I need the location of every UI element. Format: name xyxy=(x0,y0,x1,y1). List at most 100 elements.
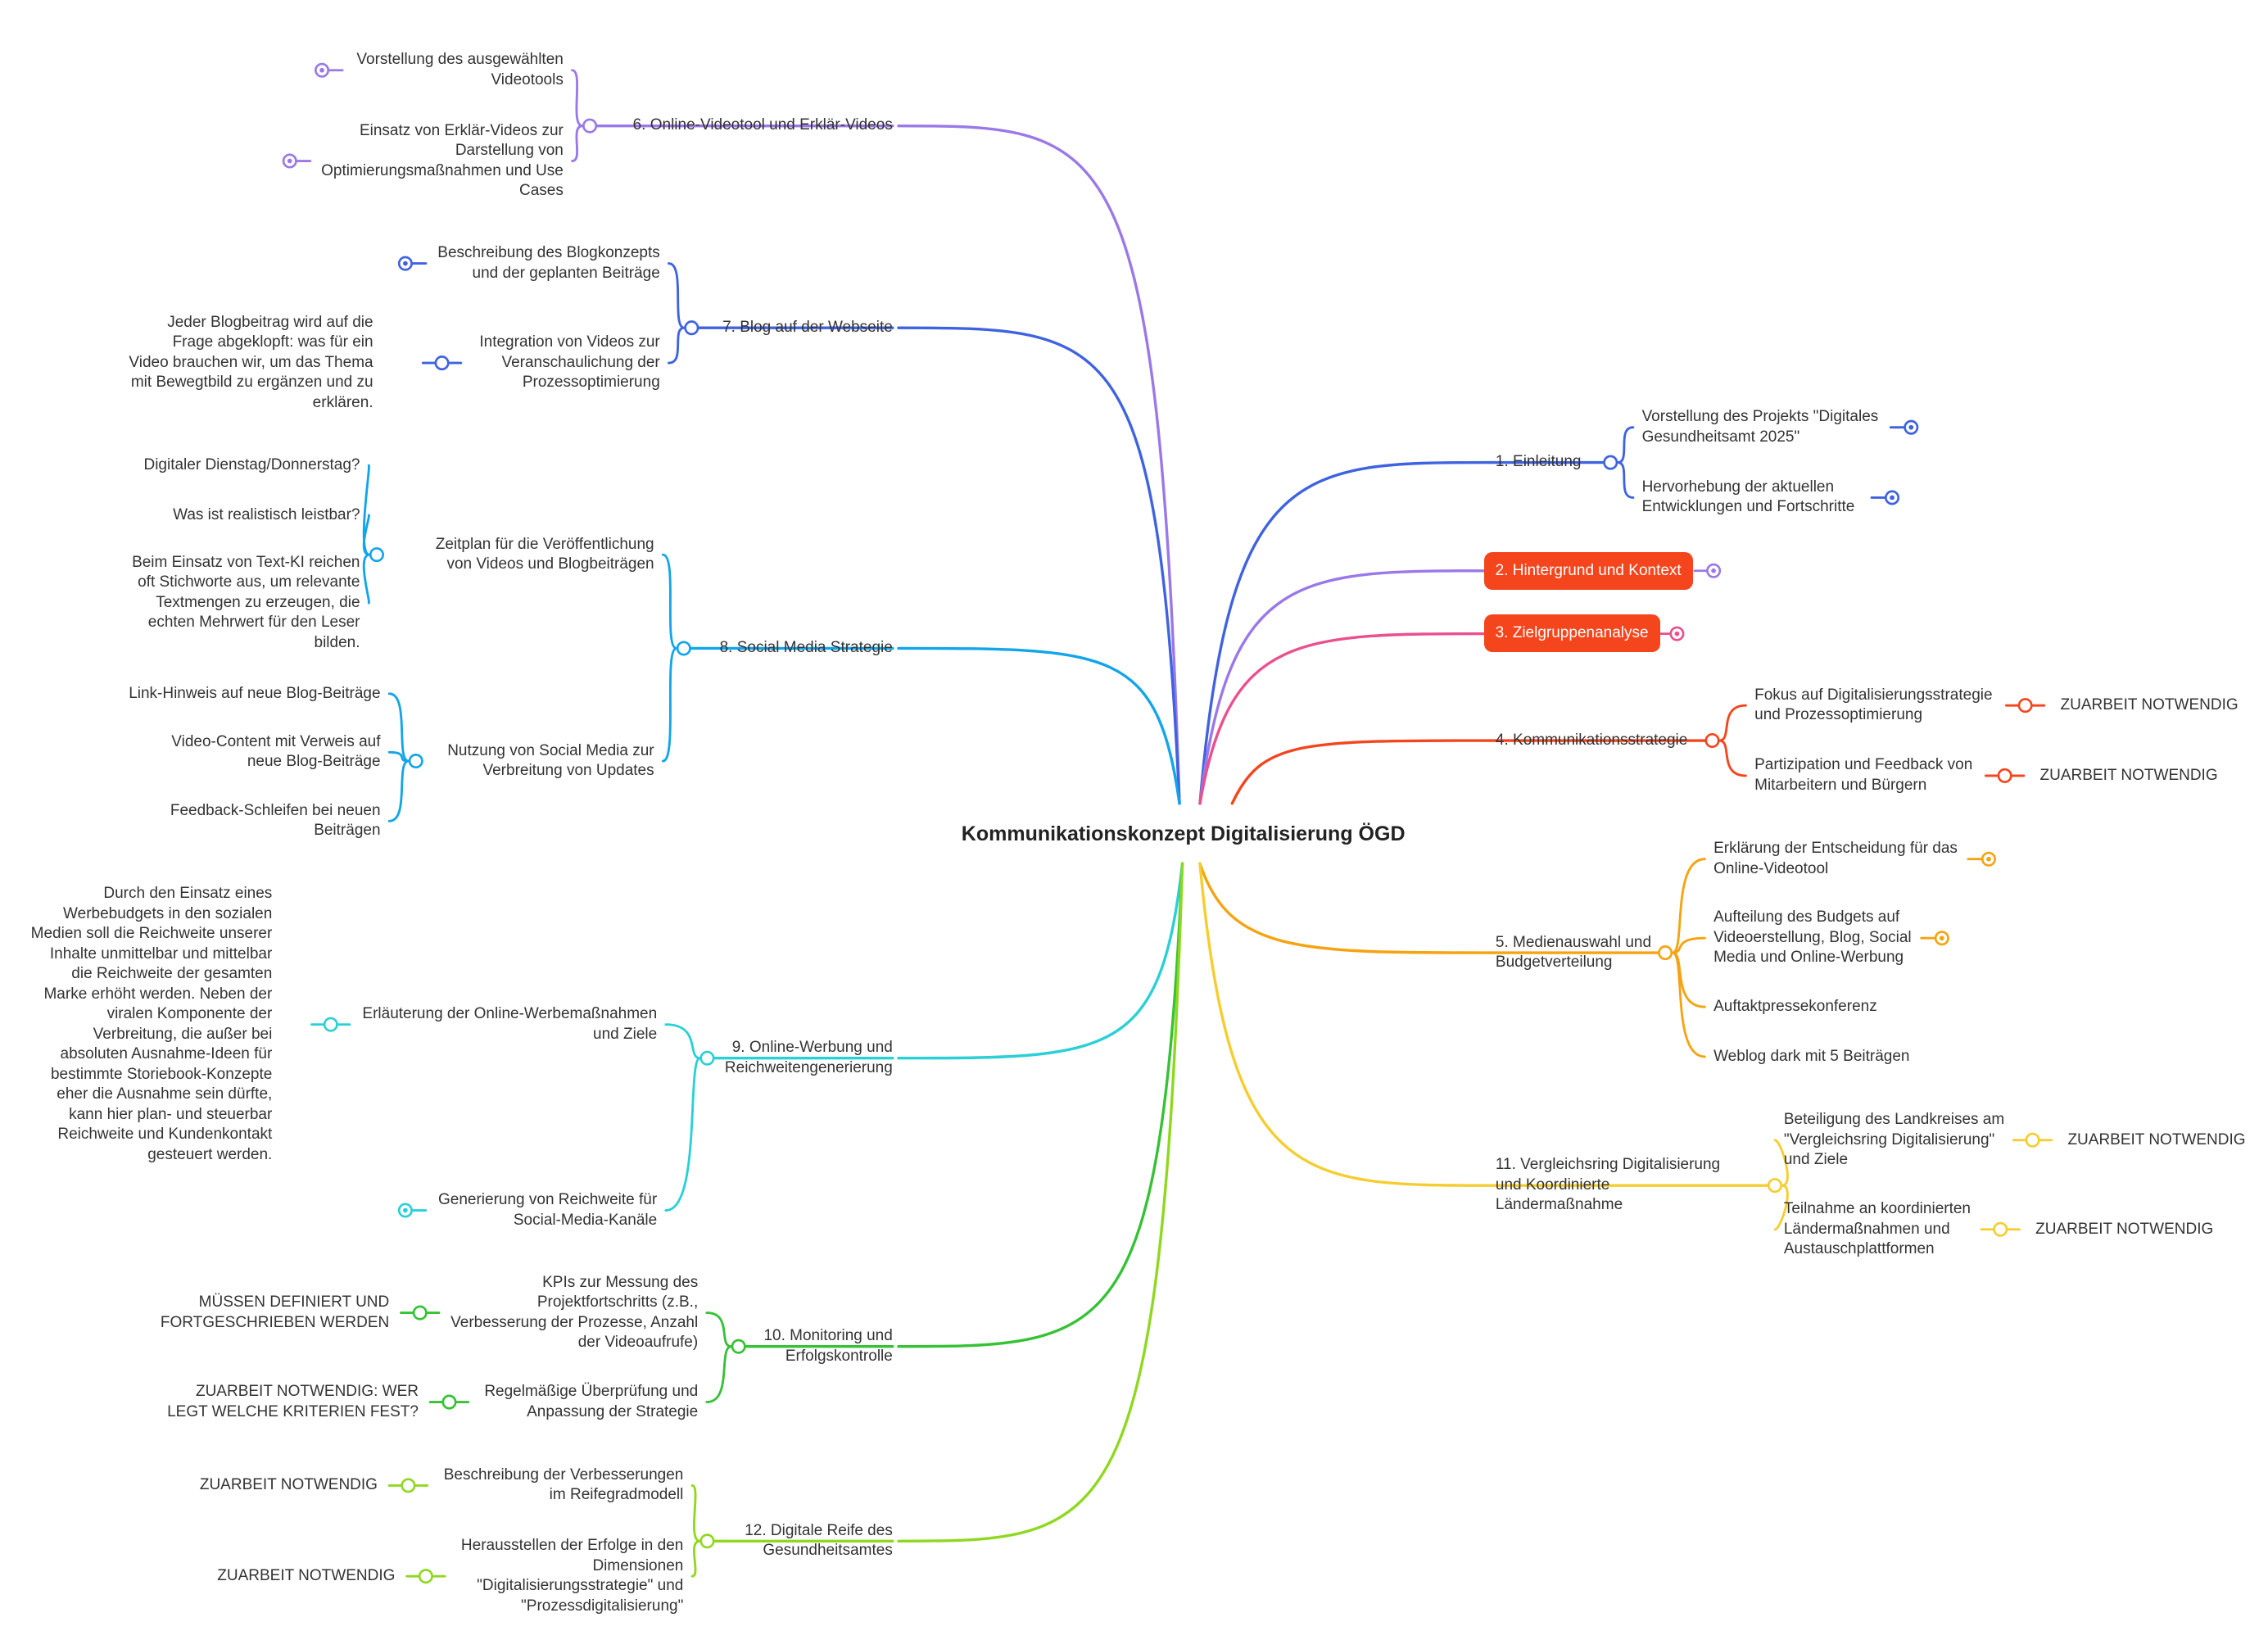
sub-connector xyxy=(1671,951,1706,1058)
subtopic: Aufteilung des Budgets auf Videoerstellu… xyxy=(1713,908,1912,967)
collapse-toggle-icon[interactable] xyxy=(2025,1132,2040,1148)
collapse-toggle-icon[interactable] xyxy=(684,320,699,336)
note-label: Durch den Einsatz eines Werbebudgets in … xyxy=(30,885,273,1163)
subtopic: Zeitplan für die Veröffentlichung von Vi… xyxy=(435,535,654,573)
expand-toggle-icon[interactable] xyxy=(315,62,330,78)
collapse-toggle-icon[interactable] xyxy=(582,118,598,134)
sub-connector xyxy=(1616,426,1635,464)
sub-connector xyxy=(705,1345,733,1403)
collapse-toggle-icon[interactable] xyxy=(731,1339,746,1354)
subtopic: Beschreibung des Blogkonzepts und der ge… xyxy=(437,244,660,282)
expand-toggle-icon[interactable] xyxy=(1904,419,1919,435)
leaf-connector xyxy=(387,692,410,763)
collapsed-topic-b2[interactable]: 2. Hintergrund und Kontext xyxy=(1483,551,1693,590)
collapse-toggle-icon[interactable] xyxy=(1704,732,1720,749)
sub-connector xyxy=(668,262,686,329)
expand-toggle-icon[interactable] xyxy=(1669,626,1685,641)
root-topic[interactable]: Kommunikationskonzept Digitalisierung ÖG… xyxy=(961,822,1406,846)
expand-toggle-icon[interactable] xyxy=(1981,851,1997,867)
collapse-toggle-icon[interactable] xyxy=(434,356,450,371)
sub-connector xyxy=(668,326,686,365)
collapse-toggle-icon[interactable] xyxy=(1997,768,2012,783)
collapse-toggle-icon[interactable] xyxy=(1603,455,1618,470)
subtopic: Erläuterung der Online-Werbemaßnahmen un… xyxy=(362,1005,658,1043)
expand-toggle-icon[interactable] xyxy=(1934,931,1949,946)
branch-connector xyxy=(897,862,1184,1348)
branch-topic-b10: 10. Monitoring und Erfolgskontrolle xyxy=(763,1327,893,1365)
subtopic: Partizipation und Feedback von Mitarbeit… xyxy=(1754,756,1973,794)
note-label: ZUARBEIT NOTWENDIG xyxy=(2039,766,2218,784)
note-label: Link-Hinweis auf neue Blog-Beiträge xyxy=(129,684,381,702)
collapse-toggle-icon[interactable] xyxy=(1658,945,1673,961)
note-label: Was ist realistisch leistbar? xyxy=(173,505,360,523)
collapse-toggle-icon[interactable] xyxy=(699,1050,715,1066)
sub-connector xyxy=(705,1311,733,1348)
branch-connector xyxy=(1198,862,1492,1187)
expand-toggle-icon[interactable] xyxy=(282,153,297,169)
subtopic: Vorstellung des Projekts "Digitales Gesu… xyxy=(1641,408,1879,446)
branch-connector xyxy=(897,646,1181,805)
collapse-toggle-icon[interactable] xyxy=(441,1394,457,1410)
collapse-toggle-icon[interactable] xyxy=(323,1017,338,1032)
note-label: ZUARBEIT NOTWENDIG xyxy=(2060,695,2239,714)
note-label: Feedback-Schleifen bei neuen Beiträgen xyxy=(170,801,381,840)
note-label: ZUARBEIT NOTWENDIG xyxy=(2035,1220,2214,1238)
branch-connector xyxy=(1230,739,1492,805)
collapse-toggle-icon[interactable] xyxy=(401,1478,416,1493)
collapse-toggle-icon[interactable] xyxy=(418,1569,433,1584)
collapse-toggle-icon[interactable] xyxy=(1993,1221,2008,1237)
subtopic: Hervorhebung der aktuellen Entwicklungen… xyxy=(1641,478,1855,516)
branch-connector xyxy=(1198,460,1492,805)
branch-topic-b8: 8. Social Media Strategie xyxy=(719,639,893,657)
subtopic: Integration von Videos zur Veranschaulic… xyxy=(479,333,660,392)
subtopic: Beteiligung des Landkreises am "Vergleic… xyxy=(1783,1111,2005,1169)
branch-connector xyxy=(897,124,1181,805)
leaf-connector xyxy=(387,750,410,763)
branch-topic-b1: 1. Einleitung xyxy=(1495,453,1582,471)
sub-connector xyxy=(664,1023,701,1060)
leaf-connector xyxy=(387,759,410,822)
sub-connector xyxy=(661,553,678,650)
collapsed-topic-b3[interactable]: 3. Zielgruppenanalyse xyxy=(1483,614,1660,653)
expand-toggle-icon[interactable] xyxy=(1885,490,1900,505)
branch-topic-b11: 11. Vergleichsring Digitalisierung und K… xyxy=(1495,1156,1721,1214)
sub-connector xyxy=(1773,1184,1789,1231)
branch-connector xyxy=(1198,569,1490,805)
collapse-toggle-icon[interactable] xyxy=(412,1305,428,1321)
sub-connector xyxy=(1671,936,1706,954)
subtopic: Regelmäßige Überprüfung und Anpassung de… xyxy=(484,1383,699,1420)
note-label: ZUARBEIT NOTWENDIG xyxy=(217,1566,396,1584)
sub-connector xyxy=(664,1057,701,1212)
branch-topic-b6: 6. Online-Videotool und Erklär-Videos xyxy=(632,116,893,134)
collapse-toggle-icon[interactable] xyxy=(1767,1178,1782,1194)
note-label: ZUARBEIT NOTWENDIG xyxy=(199,1476,378,1494)
subtopic: Weblog dark mit 5 Beiträgen xyxy=(1713,1047,1910,1065)
collapse-toggle-icon[interactable] xyxy=(369,547,384,563)
expand-toggle-icon[interactable] xyxy=(397,1203,413,1218)
subtopic: Generierung von Reichweite für Social-Me… xyxy=(437,1191,658,1229)
note-label: Video-Content mit Verweis auf neue Blog-… xyxy=(171,732,381,771)
branch-connector xyxy=(1198,862,1492,954)
sub-connector xyxy=(690,1484,701,1543)
branch-topic-b4: 4. Kommunikationsstrategie xyxy=(1495,731,1688,749)
sub-connector xyxy=(571,69,584,128)
collapse-toggle-icon[interactable] xyxy=(699,1533,715,1549)
sub-connector xyxy=(1616,461,1635,499)
branch-topic-b7: 7. Blog auf der Webseite xyxy=(722,318,893,336)
subtopic: Erklärung der Entscheidung für das Onlin… xyxy=(1713,840,1958,877)
branch-connector xyxy=(1198,632,1490,805)
collapse-toggle-icon[interactable] xyxy=(676,641,691,656)
collapse-toggle-icon[interactable] xyxy=(408,754,423,769)
subtopic: Vorstellung des ausgewählten Videotools xyxy=(356,51,564,88)
sub-connector xyxy=(1671,858,1706,954)
subtopic: Einsatz von Erklär-Videos zur Darstellun… xyxy=(321,121,564,200)
collapse-toggle-icon[interactable] xyxy=(2017,698,2033,714)
branch-topic-b5: 5. Medienauswahl und Budgetverteilung xyxy=(1495,933,1652,972)
expand-toggle-icon[interactable] xyxy=(1706,563,1722,578)
branch-topic-b9: 9. Online-Werbung und Reichweitengenerie… xyxy=(724,1039,893,1076)
expand-toggle-icon[interactable] xyxy=(397,256,413,271)
note-label: MÜSSEN DEFINIERT UND FORTGESCHRIEBEN WER… xyxy=(160,1293,390,1331)
note-label: ZUARBEIT NOTWENDIG xyxy=(2067,1130,2246,1148)
note-label: ZUARBEIT NOTWENDIG: WER LEGT WELCHE KRIT… xyxy=(167,1383,419,1420)
